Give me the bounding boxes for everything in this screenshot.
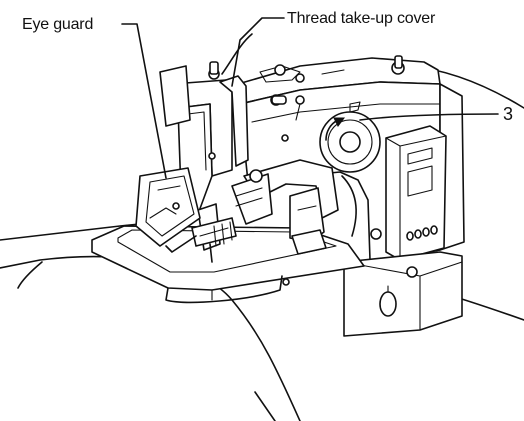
machine-base-box [343, 251, 463, 337]
leader-lines [121, 17, 499, 179]
operation-panel [370, 125, 447, 261]
thread-takeup-cover-leader [231, 17, 285, 87]
pulley-dial [319, 111, 381, 173]
eye-guard [135, 167, 201, 253]
thread-takeup-cover-label: Thread take-up cover [287, 10, 436, 27]
eye-guard-label: Eye guard [22, 16, 93, 33]
eye-guard-leader [121, 23, 167, 179]
callout-3-leader [359, 113, 499, 121]
callout-number-3: 3 [503, 104, 513, 124]
